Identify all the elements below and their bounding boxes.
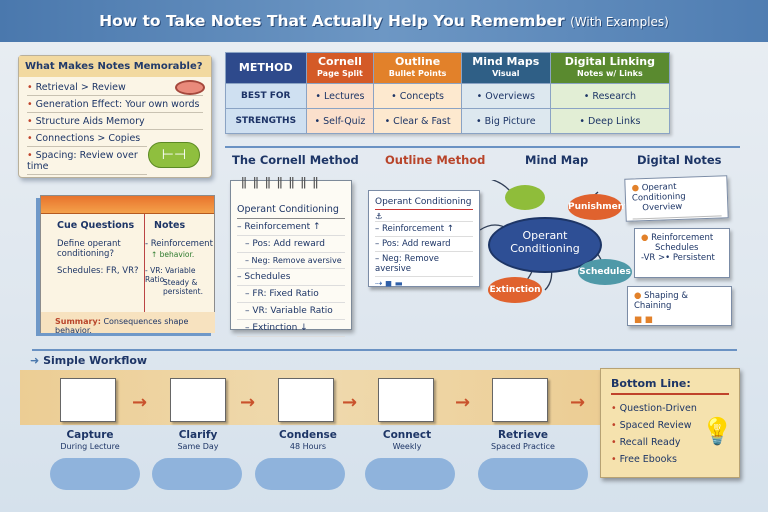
list-item: Question-Driven xyxy=(611,400,729,417)
memorable-heading: What Makes Notes Memorable? xyxy=(19,56,211,77)
condense-illustration xyxy=(255,458,345,490)
workflow-title: ➜ Simple Workflow xyxy=(30,354,148,367)
summary-text: Consequences shape behavior. xyxy=(55,317,189,335)
list-item: Spaced Review xyxy=(611,417,729,434)
brain-icon xyxy=(175,80,205,95)
retrieve-icon xyxy=(492,378,548,422)
arrow-icon: → xyxy=(132,392,148,413)
section-digital: Digital Notes xyxy=(637,153,722,167)
connect-icon xyxy=(378,378,434,422)
divider xyxy=(32,349,737,351)
condense-icon xyxy=(278,378,334,422)
notepad: ǁǁǁǁǁǁǁ Operant Conditioning – Reinforce… xyxy=(230,175,352,337)
section-cornell: The Cornell Method xyxy=(232,153,359,167)
lightbulb-icon: 💡 xyxy=(701,417,734,447)
outline-card: Operant Conditioning ⚓ – Reinforcement ↑… xyxy=(368,190,480,289)
list-item: Structure Aids Memory xyxy=(27,113,203,130)
section-outline: Outline Method xyxy=(385,153,486,167)
table-corner: METHOD xyxy=(225,52,307,84)
arrow-icon: → xyxy=(455,392,471,413)
clarify-icon xyxy=(170,378,226,422)
page-title: How to Take Notes That Actually Help You… xyxy=(0,0,768,42)
list-item: Generation Effect: Your own words xyxy=(27,96,203,113)
arrow-icon: → xyxy=(570,392,586,413)
capture-icon xyxy=(60,378,116,422)
capture-illustration xyxy=(50,458,140,490)
connect-illustration xyxy=(365,458,455,490)
clarify-illustration xyxy=(152,458,242,490)
link-icons: ⇢ ◼ ▬ xyxy=(375,279,403,289)
node-schedules: Schedules xyxy=(578,259,632,285)
dumbbell-icon: ⊢⊣ xyxy=(148,142,200,168)
anchor-icon: ⚓ xyxy=(375,210,473,222)
arrow-icon: ➜ xyxy=(30,354,40,367)
title-subtitle: (With Examples) xyxy=(570,15,669,29)
list-item: Recall Ready xyxy=(611,434,729,451)
arrow-icon: → xyxy=(240,392,256,413)
digital-card: ● Shaping & Chaining■ ■ xyxy=(627,286,732,326)
list-item: Connections > Copies xyxy=(27,130,147,147)
bottom-line-card: Bottom Line: Question-Driven Spaced Revi… xyxy=(600,368,740,478)
cornell-note: Cue Questions Notes Define operant condi… xyxy=(40,195,215,335)
tag-icon-bubble xyxy=(505,185,545,210)
section-mindmap: Mind Map xyxy=(525,153,589,167)
memorable-card: What Makes Notes Memorable? Retrieval > … xyxy=(18,55,212,178)
table-row: BEST FOR • Lectures • Concepts • Overvie… xyxy=(225,83,671,109)
retrieve-illustration xyxy=(478,458,588,490)
list-item: Free Ebooks xyxy=(611,451,729,468)
table-row: STRENGTHS • Self-Quiz • Clear & Fast • B… xyxy=(225,108,671,134)
spiral-rings: ǁǁǁǁǁǁǁ xyxy=(241,175,325,189)
node-extinction: Extinction xyxy=(488,277,542,303)
arrow-icon: → xyxy=(342,392,358,413)
summary-label: Summary: xyxy=(55,317,101,326)
list-item: Spacing: Review over time xyxy=(27,147,147,175)
divider xyxy=(225,146,740,148)
node-punishment: Punishment xyxy=(568,194,628,220)
